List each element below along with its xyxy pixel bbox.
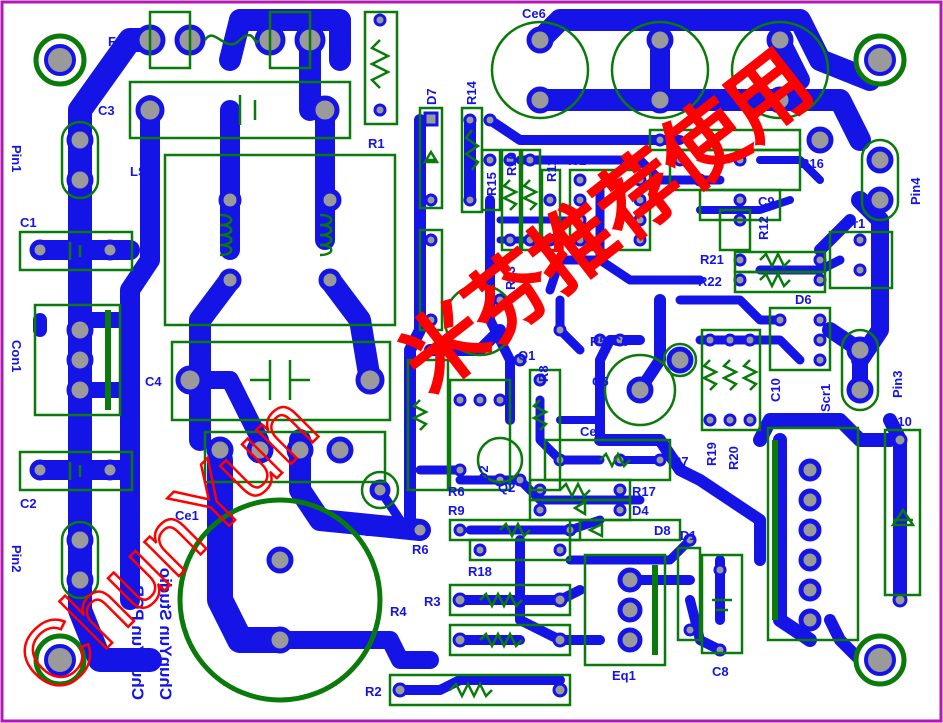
label-d7: D7 [424, 88, 439, 105]
label-r8: R8 [536, 365, 551, 382]
small-pads [373, 13, 908, 698]
label-vr1: Vr1 [845, 216, 865, 231]
label-r5: R5 [590, 334, 607, 349]
label-d6: D6 [795, 292, 812, 307]
label-d4: D4 [632, 503, 649, 518]
label-pin1: Pin1 [9, 145, 24, 172]
label-r6: R6 [448, 484, 465, 499]
component-labels: F1 C3 LS1 C1 C4 C2 Ce1 R1 Ce6 Ce7 Ce8 Ic… [20, 6, 912, 699]
label-r13: R13 [503, 266, 518, 290]
label-c6: C6 [612, 334, 629, 349]
label-r7: R7 [672, 454, 689, 469]
label-eq1: Eq1 [612, 668, 636, 683]
label-r1: R1 [368, 136, 385, 151]
label-r18: R18 [468, 564, 492, 579]
mirrored-silk-text: ChunYun Studio ChunYun PCB [128, 568, 175, 700]
label-scr1: Scr1 [818, 384, 833, 412]
label-r16: R16 [800, 156, 824, 171]
label-c9: C9 [758, 194, 775, 209]
label-r21: R21 [700, 252, 724, 267]
label-r9: R9 [448, 503, 465, 518]
label-r17: R17 [632, 484, 656, 499]
rotated-labels: Pin1 Con1 Pin2 D7 R14 Pin4 R13 R8 C10 Sc… [9, 80, 923, 572]
label-q2: Q2 [498, 480, 515, 495]
label-pin4: Pin4 [908, 177, 923, 205]
label-ce1: Ce1 [175, 508, 199, 523]
pads [29, 24, 894, 654]
label-r6b: R6 [412, 542, 429, 557]
label-d8: D8 [654, 523, 671, 538]
label-r20: R20 [726, 446, 741, 470]
label-con1: Con1 [9, 340, 24, 373]
label-r19: R19 [704, 442, 719, 466]
label-ic1: Ic1 [568, 153, 586, 168]
label-ce3: Ce3 [362, 524, 386, 539]
label-c3: C3 [98, 103, 115, 118]
label-ce8: Ce8 [763, 6, 787, 21]
label-ce7: Ce7 [643, 6, 667, 21]
mirrored-text-studio: ChunYun Studio [156, 568, 175, 700]
label-r11: R11 [544, 159, 559, 182]
label-r14: R14 [464, 80, 479, 105]
label-ce6: Ce6 [522, 6, 546, 21]
label-r15: R15 [484, 172, 499, 196]
label-c8: C8 [712, 664, 729, 679]
label-d2: D2 [476, 465, 491, 482]
label-ce9: Ce9 [580, 424, 604, 439]
label-d1: D1 [680, 528, 697, 543]
label-q1: Q1 [518, 348, 535, 363]
label-r10: R10 [504, 152, 519, 176]
label-pin2: Pin2 [9, 545, 24, 572]
silkscreen [18, 10, 922, 707]
label-c4: C4 [145, 374, 162, 389]
label-r3: R3 [424, 594, 441, 609]
label-ls1: LS1 [130, 164, 154, 179]
label-pin3: Pin3 [890, 371, 905, 398]
label-d10: D10 [888, 414, 912, 429]
label-c10: C10 [768, 378, 783, 402]
label-r2: R2 [365, 684, 382, 699]
label-f1: F1 [108, 34, 123, 49]
label-c2: C2 [20, 496, 37, 511]
label-c5: C5 [592, 374, 609, 389]
mounting-holes [33, 33, 907, 687]
label-c1: C1 [20, 215, 37, 230]
label-r4: R4 [390, 604, 407, 619]
label-r22: R22 [698, 274, 722, 289]
label-r12: R12 [756, 216, 771, 240]
mirrored-text-pcb: ChunYun PCB [128, 585, 147, 700]
